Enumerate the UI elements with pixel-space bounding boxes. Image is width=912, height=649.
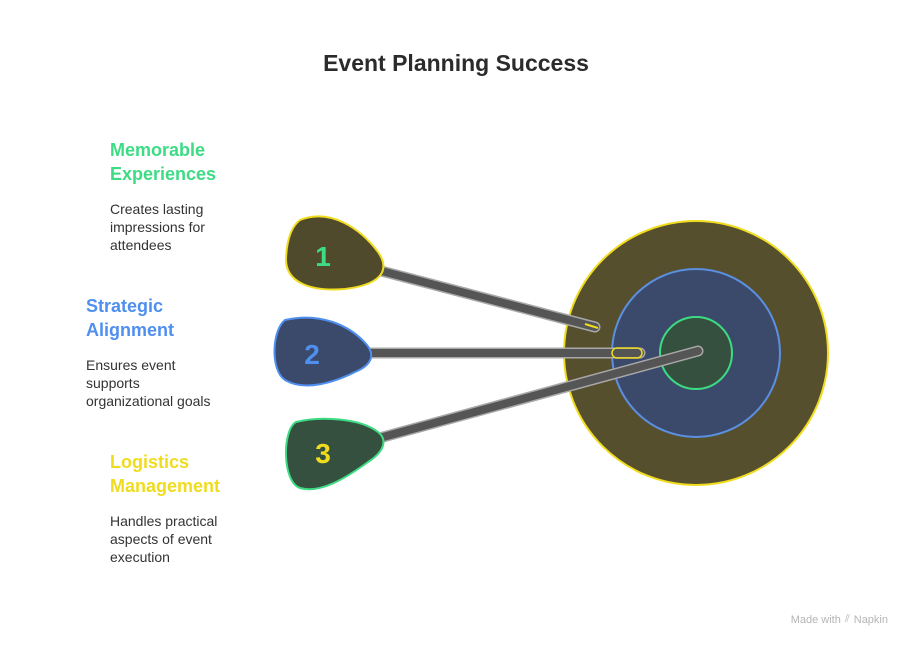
item-memorable-experiences: Memorable Experiences Creates lasting im… [110,138,260,254]
item-description-line: Ensures event [86,357,176,373]
item-description-line: execution [110,549,170,565]
item-heading: Logistics Management [110,450,260,498]
arrow-3 [366,345,704,446]
item-heading-line: Experiences [110,164,217,184]
item-description: Ensures event supports organizational go… [86,356,226,410]
item-description-line: Handles practical [110,513,218,529]
marker-2-number: 2 [304,339,320,370]
arrow-1 [364,262,601,333]
item-description-line: supports [86,375,140,391]
item-strategic-alignment: Strategic Alignment Ensures event suppor… [86,294,236,410]
marker-1-shape [284,215,385,291]
item-description-line: attendees [110,237,172,253]
marker-2-shape [273,316,373,387]
marker-1-number: 1 [315,241,331,272]
item-heading-line: Management [110,476,221,496]
item-heading-line: Logistics [110,452,190,472]
item-description-line: Creates lasting [110,201,204,217]
item-heading-line: Alignment [86,320,174,340]
page-title: Event Planning Success [323,50,589,76]
arrow-tip [584,323,599,329]
item-heading-line: Memorable [110,140,206,160]
arrow-2 [356,347,646,359]
item-heading-line: Strategic [86,296,164,316]
napkin-logo-icon: ⫽ [844,613,850,625]
item-heading: Strategic Alignment [86,294,236,342]
arrow-tip [611,347,643,359]
watermark-brand: Napkin [853,613,888,626]
marker-3-number: 3 [315,438,331,469]
item-description-line: aspects of event [110,531,212,547]
item-description-line: impressions for [110,219,205,235]
item-logistics-management: Logistics Management Handles practical a… [110,450,260,566]
arrow-shaft [366,264,599,331]
watermark: Made with ⫽ Napkin [791,613,888,626]
marker-3-shape [285,417,385,491]
item-heading: Memorable Experiences [110,138,260,186]
item-description: Creates lasting impressions for attendee… [110,200,250,254]
item-description: Handles practical aspects of event execu… [110,512,250,566]
watermark-prefix: Made with [790,613,841,626]
item-description-line: organizational goals [86,393,211,409]
arrow-shaft [368,347,702,444]
